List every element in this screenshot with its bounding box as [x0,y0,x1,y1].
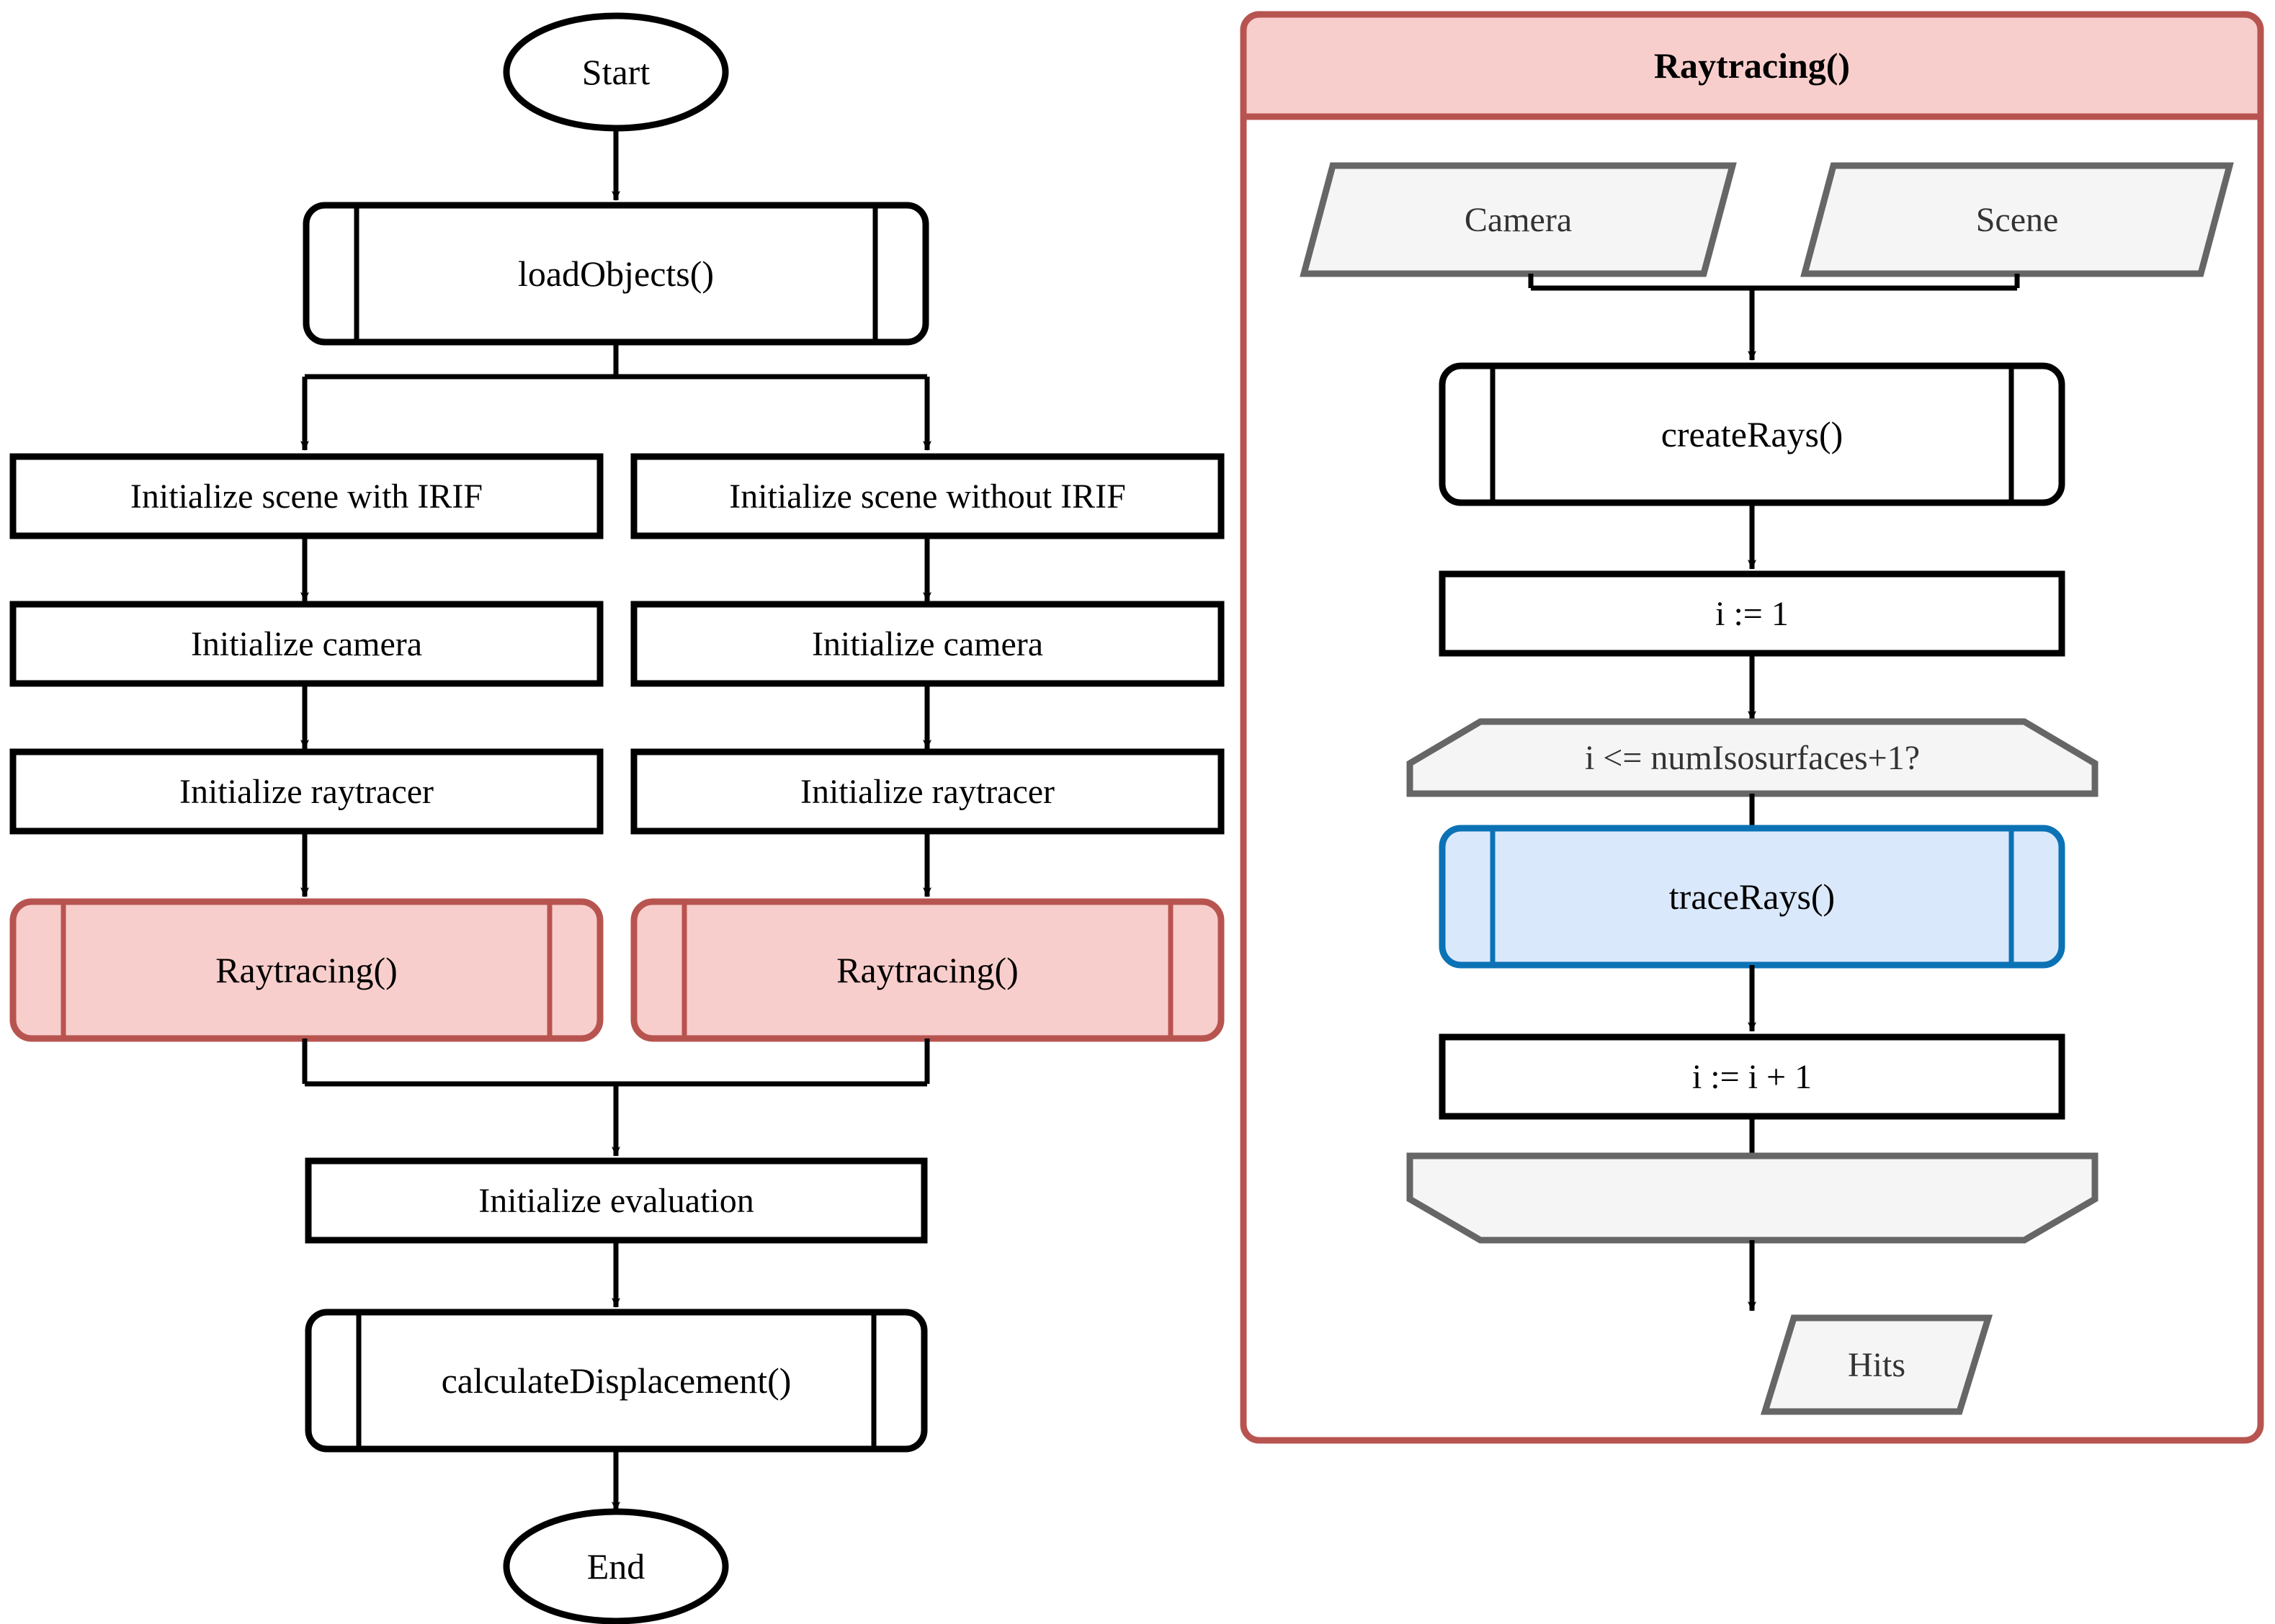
increment-node [1439,1033,2065,1120]
subroutine-panel-titlebar [1240,11,2264,120]
tracerays-node [1439,825,2065,969]
init-evaluation-node [305,1157,928,1244]
camera-input-node [1300,162,1737,277]
loadobjects-node [303,202,929,346]
init-scene-no-irif-node [630,453,1225,539]
edge-raytracing-merge [302,1038,930,1157]
init-counter-node [1439,570,2065,657]
loop-start-node [1406,718,2099,797]
start-terminator [503,12,729,132]
raytracing-left-node [9,898,604,1042]
calculate-displacement-node [305,1309,928,1453]
edge-inputs-to-createrays [1528,274,2020,361]
end-terminator [503,1508,729,1624]
raytracing-right-node [630,898,1225,1042]
scene-input-node [1800,162,2234,277]
init-camera-right-node [630,601,1225,687]
init-camera-left-node [9,601,604,687]
init-raytracer-right-node [630,748,1225,835]
init-scene-irif-node [9,453,604,539]
edge-loadobjects-split [300,342,931,451]
init-raytracer-left-node [9,748,604,835]
loop-end-node [1406,1152,2099,1244]
hits-output-node [1760,1314,1993,1415]
createrays-node [1439,362,2065,506]
